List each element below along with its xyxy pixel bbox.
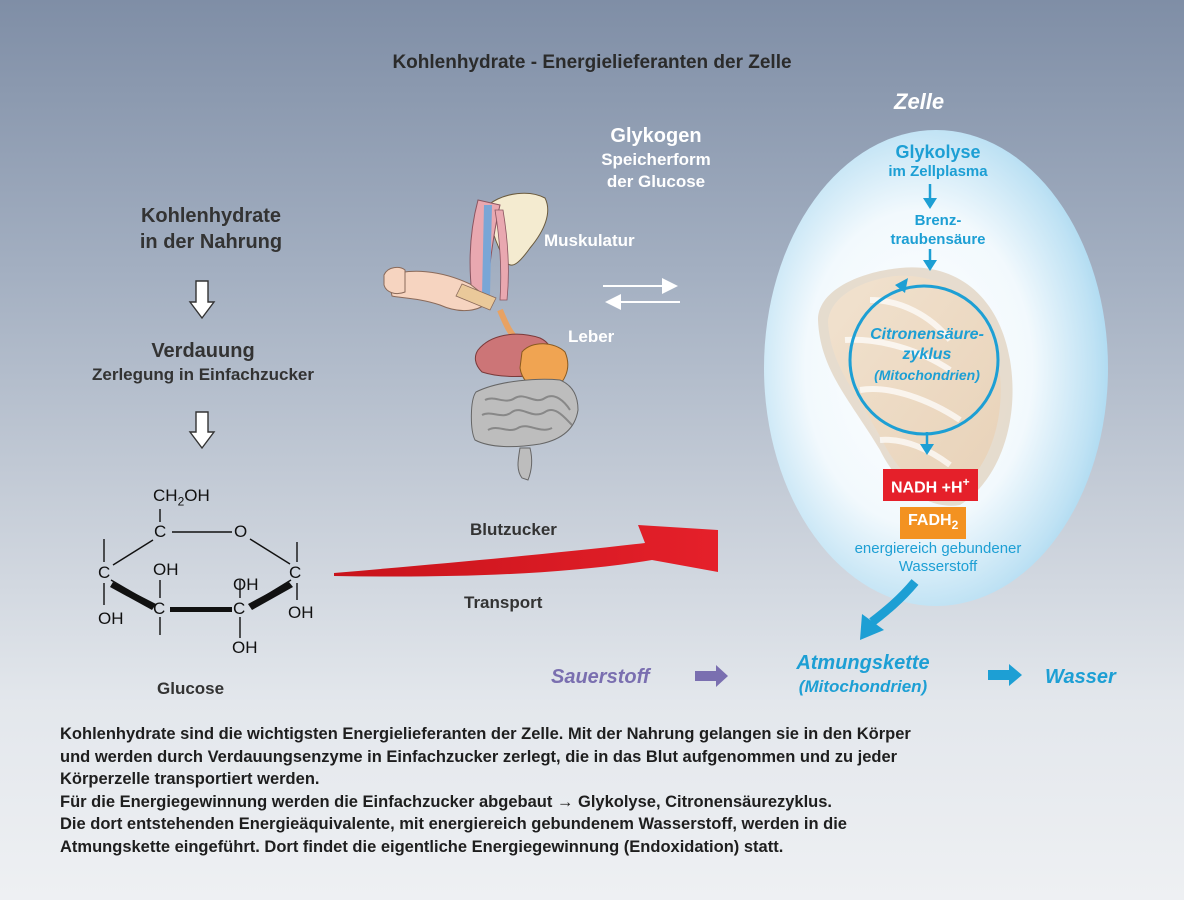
water-label: Wasser	[1045, 666, 1116, 688]
exchange-arrows	[603, 278, 680, 310]
liver-label: Leber	[568, 327, 615, 346]
glycogen-sub-line1: Speicherform	[601, 150, 711, 169]
fadh-badge: FADH2	[900, 507, 967, 540]
formula-oh-left: OH	[98, 609, 124, 628]
digestion-subtitle: Zerlegung in Einfachzucker	[92, 365, 314, 384]
respiratory-chain-sublabel: (Mitochondrien)	[798, 677, 928, 696]
hydrogen-line1: energiereich gebundener	[854, 540, 1022, 557]
fadh-text: FADH	[908, 512, 952, 529]
glucose-bold-bond-bottom	[170, 607, 232, 612]
glucose-label: Glucose	[157, 679, 225, 698]
glycolysis-label: Glykolyse	[895, 142, 981, 162]
formula-oh-bottom: OH	[232, 638, 258, 657]
glycogen-subtitle: Speicherform der Glucose	[574, 149, 738, 193]
formula-ch2oh-subscript: 2	[177, 494, 185, 509]
pyruvic-line1: Brenz-	[914, 212, 962, 229]
oxygen-label: Sauerstoff	[551, 666, 650, 688]
citric-acid-cycle-label: Citronensäure- zyklus (Mitochondrien)	[852, 325, 1002, 385]
glycogen-title: Glykogen	[610, 125, 702, 147]
formula-ch2oh-c: CH	[153, 486, 178, 505]
transport-label: Transport	[464, 593, 543, 612]
down-arrow-1	[188, 280, 216, 320]
fadh-subscript: 2	[951, 518, 959, 533]
description-line: Atmungskette eingeführt. Dort findet die…	[60, 837, 784, 856]
glycogen-sub-line2: der Glucose	[606, 172, 706, 191]
formula-c-right: C	[289, 563, 302, 582]
formula-oh-right: OH	[288, 603, 314, 622]
energy-rich-hydrogen-label: energiereich gebundener Wasserstoff	[818, 540, 1058, 576]
cell-flow-arrows	[848, 184, 1000, 455]
formula-c-left: C	[98, 563, 111, 582]
muscle-label: Muskulatur	[544, 231, 635, 250]
formula-c-top: C	[154, 522, 167, 541]
description-line: Körperzelle transportiert werden.	[60, 770, 320, 788]
description-line: Die dort entstehenden Energieäquivalente…	[60, 815, 847, 833]
oxygen-arrow	[695, 665, 728, 687]
digestive-tract-illustration	[470, 308, 579, 481]
description-line: Für die Energiegewinnung werden die Einf…	[60, 792, 833, 811]
formula-ch2oh: CH2OH	[153, 486, 210, 508]
down-arrow-2	[188, 411, 216, 450]
mitochondrion	[818, 267, 1013, 506]
formula-oh-inner-right: OH	[233, 575, 259, 594]
pyruvic-acid-label: Brenz- traubensäure	[858, 211, 1018, 249]
glycolysis-sublabel: im Zellplasma	[888, 163, 988, 180]
formula-oh-inner: OH	[153, 560, 179, 579]
formula-ch2oh-oh: OH	[184, 486, 210, 505]
hydrogen-line2: Wasserstoff	[898, 558, 978, 575]
citric-line1: Citronensäure-	[870, 326, 984, 343]
formula-c-bottom-right: C	[233, 599, 246, 618]
respiratory-chain-label: Atmungskette	[796, 652, 930, 674]
blood-transport-arrow	[334, 525, 718, 577]
description-line: und werden durch Verdauungsenzyme in Ein…	[60, 747, 898, 766]
description-line: Kohlenhydrate sind die wichtigsten Energ…	[60, 725, 911, 743]
food-heading-line2: in der Nahrung	[139, 231, 283, 253]
food-heading-line1: Kohlenhydrate	[140, 205, 282, 227]
food-carbohydrates-heading: Kohlenhydrate in der Nahrung	[101, 203, 321, 255]
blood-sugar-label: Blutzucker	[470, 520, 557, 539]
arm-muscle-illustration	[383, 192, 549, 312]
formula-o-ring: O	[234, 522, 248, 541]
description-paragraph: Kohlenhydrate sind die wichtigsten Energ…	[60, 723, 1140, 858]
nadh-superscript: +	[962, 475, 970, 489]
pyruvic-line2: traubensäure	[890, 231, 986, 248]
nadh-text: NADH +H	[891, 479, 963, 497]
citric-line3: (Mitochondrien)	[874, 367, 980, 383]
citric-line2: zyklus	[902, 346, 952, 363]
glucose-bold-bond-left	[110, 582, 156, 610]
nadh-badge: NADH +H+	[883, 469, 978, 502]
cell-title: Zelle	[894, 89, 945, 114]
formula-c-bottom-left: C	[153, 599, 166, 618]
glucose-bonds	[103, 509, 298, 638]
water-arrow	[988, 664, 1022, 686]
arrow-to-respiratory-chain	[860, 579, 919, 640]
glucose-bold-bond-right	[248, 582, 293, 610]
digestion-title: Verdauung	[151, 340, 255, 362]
page-title: Kohlenhydrate - Energielieferanten der Z…	[392, 52, 792, 73]
